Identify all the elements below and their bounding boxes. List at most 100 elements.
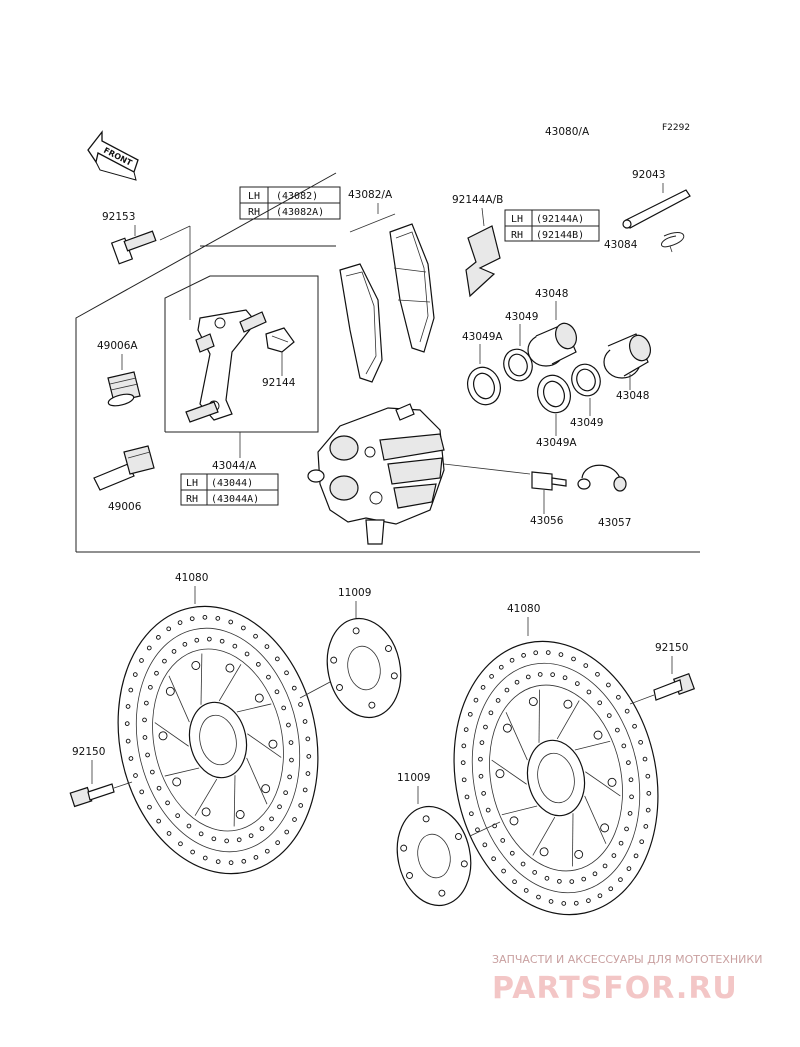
disc-rivet: [254, 693, 264, 703]
disc-drill-hole: [473, 697, 479, 703]
disc-drill-hole: [608, 886, 614, 892]
disc-drill-hole: [464, 794, 470, 800]
callout-92144ab: 92144A/B: [452, 194, 503, 206]
disc-rivet: [563, 699, 573, 709]
disc-drill-hole: [125, 704, 131, 709]
disc-drill-hole: [283, 790, 288, 796]
disc-drill-hole: [264, 848, 270, 854]
disc-drill-hole: [467, 711, 473, 717]
disc-drill-hole: [646, 790, 652, 796]
disc-drill-hole: [232, 643, 238, 649]
bleeder-valve-43056: [443, 463, 567, 491]
disc-drill-hole: [537, 672, 543, 677]
disc-drill-hole: [633, 853, 639, 859]
bracket-rh-side: RH: [186, 494, 198, 505]
disc-drill-hole: [156, 635, 161, 640]
disc-drill-hole: [253, 633, 258, 639]
disc-drill-hole: [645, 807, 651, 813]
disc-spoke: [572, 813, 574, 867]
disc-drill-hole: [202, 614, 208, 620]
disc-drill-hole: [206, 636, 212, 642]
pads-lh-side: LH: [248, 191, 260, 202]
disc-drill-hole: [629, 794, 634, 800]
clips-lh-part: (92144A): [536, 214, 584, 225]
disc-drill-hole: [259, 826, 265, 831]
disc-drill-hole: [491, 856, 496, 862]
disc-drill-hole: [186, 823, 192, 829]
disc-drill-hole: [569, 879, 575, 884]
disc-drill-hole: [627, 811, 633, 816]
dust-boot-49006a: [107, 371, 141, 407]
disc-drill-hole: [624, 708, 630, 714]
disc-drill-hole: [479, 740, 485, 745]
seal-lower-43049: [571, 363, 601, 397]
disc-drill-hole: [241, 625, 246, 631]
callout-92150-left: 92150: [72, 746, 105, 758]
disc-drill-hole: [500, 838, 506, 843]
clips-lh-side: LH: [511, 214, 523, 225]
assembly-code: 43080/A: [545, 126, 590, 138]
bracket-lh-part: (43044): [211, 478, 253, 489]
pads-rh-part: (43082A): [276, 207, 324, 218]
disc-spoke: [501, 805, 538, 816]
disc-drill-hole: [488, 710, 494, 716]
disc-rivet: [235, 810, 245, 819]
disc-spoke: [532, 816, 556, 856]
callout-43084: 43084: [604, 239, 638, 251]
disc-drill-hole: [548, 899, 554, 904]
disc-drill-hole: [266, 674, 271, 680]
disc-drill-hole: [248, 833, 254, 839]
disc-bolt-92150-left: [69, 781, 133, 808]
disc-drill-hole: [597, 700, 603, 706]
clips-rh-side: RH: [511, 230, 523, 241]
disc-drill-hole: [202, 855, 208, 861]
piston-upper: [527, 322, 577, 367]
disc-drill-hole: [583, 663, 589, 668]
disc-drill-hole: [521, 653, 526, 658]
disc-drill-hole: [256, 662, 261, 667]
callout-43057: 43057: [598, 517, 631, 529]
disc-drill-hole: [562, 675, 568, 681]
disc-drill-hole: [284, 829, 290, 835]
disc-drill-hole: [147, 804, 152, 810]
retaining-clip-43084: [661, 232, 685, 253]
callout-43049a-top: 43049A: [462, 331, 503, 343]
disc-drill-hole: [618, 877, 623, 882]
disc-drill-hole: [215, 859, 221, 864]
disc-drill-hole: [219, 638, 225, 644]
shim-plate-11009-bottom: [396, 805, 472, 907]
disc-drill-hole: [305, 736, 311, 742]
disc-drill-hole: [606, 713, 612, 718]
disc-drill-hole: [162, 658, 167, 664]
disc-drill-hole: [544, 875, 550, 881]
pads-rh-side: RH: [248, 207, 260, 218]
disc-drill-hole: [645, 773, 651, 779]
callout-43048-right: 43048: [616, 390, 649, 402]
bracket-rh-part: (43044A): [211, 494, 259, 505]
disc-drill-hole: [305, 771, 311, 776]
callout-92043: 92043: [632, 169, 665, 181]
disc-drill-hole: [501, 868, 506, 874]
disc-drill-hole: [545, 650, 551, 655]
disc-drill-hole: [166, 831, 172, 836]
disc-drill-hole: [302, 719, 308, 724]
piston-right: [603, 333, 651, 379]
disc-drill-hole: [244, 651, 250, 657]
callout-43056: 43056: [530, 515, 564, 527]
callout-43049a-bottom: 43049A: [536, 437, 577, 449]
disc-drill-hole: [509, 657, 515, 663]
disc-drill-hole: [142, 717, 147, 723]
disc-drill-hole: [586, 689, 592, 695]
disc-drill-hole: [275, 840, 280, 845]
disc-drill-hole: [483, 724, 488, 730]
disc-spoke: [236, 703, 272, 713]
disc-drill-hole: [550, 672, 555, 677]
disc-drill-hole: [480, 685, 486, 690]
disc-rivet: [201, 807, 211, 817]
pad-spring-clip: [465, 207, 501, 298]
brake-pads: [339, 223, 435, 383]
disc-drill-hole: [469, 811, 474, 817]
disc-drill-hole: [520, 861, 526, 867]
disc-drill-hole: [624, 826, 629, 832]
disc-drill-hole: [558, 652, 564, 657]
